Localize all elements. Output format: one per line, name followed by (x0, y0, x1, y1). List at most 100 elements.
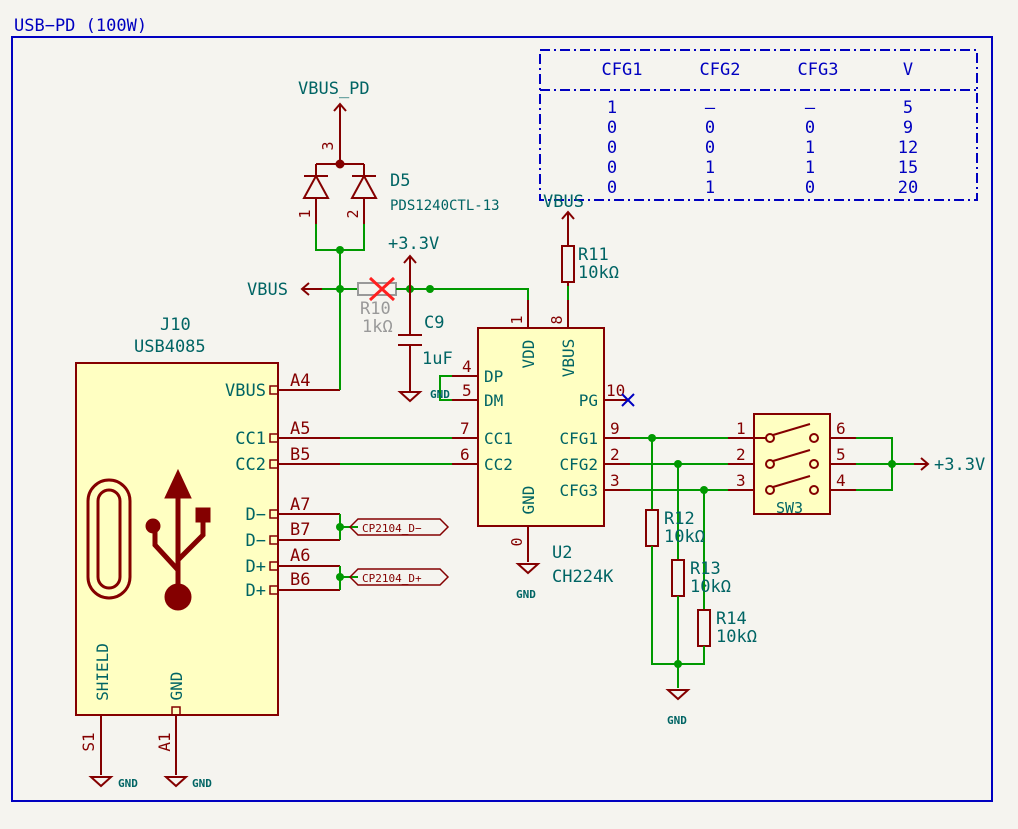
resistor-r14: R14 10kΩ (697, 609, 757, 647)
r10-ref: R10 (360, 299, 391, 319)
u2-pin10-number: 10 (606, 381, 625, 400)
vbus-left-label: VBUS (247, 280, 288, 300)
u2-pin-gnd: GND (519, 486, 538, 515)
table-cell: 0 (705, 118, 715, 138)
power-arrow-3v3-top (403, 254, 417, 289)
u2-pin5-number: 5 (462, 381, 472, 400)
gnd-symbol-c9 (397, 391, 423, 403)
j10-pin-cc1: CC1 (235, 429, 266, 449)
j10-pin-a1-number: A1 (155, 732, 174, 751)
u2-pin-pg: PG (579, 391, 598, 410)
u2-pin8-number: 8 (548, 315, 566, 324)
j10-pin-gnd: GND (167, 672, 186, 701)
d5-pin2-number: 2 (344, 209, 362, 218)
u2-pin2-number: 2 (610, 445, 620, 464)
table-cell: 1 (705, 158, 715, 178)
resistor-r13: R13 10kΩ (671, 559, 731, 597)
sw3-pin1-number: 1 (736, 419, 746, 438)
table-cell: 9 (903, 118, 913, 138)
r11-ref: R11 (578, 245, 609, 265)
u2-pin-dp: DP (484, 367, 503, 386)
u2-pin6-number: 6 (460, 445, 470, 464)
u2-pin4-number: 4 (462, 357, 472, 376)
j10-pin-a5-number: A5 (290, 419, 310, 439)
j10-pin-a6-number: A6 (290, 546, 310, 566)
gnd-symbol-r (665, 689, 691, 701)
j10-pin-b5-number: B5 (290, 445, 310, 465)
j10-pin-dm2: D− (246, 531, 266, 551)
sheet-frame (11, 36, 993, 802)
u2-pin3-number: 3 (610, 471, 620, 490)
u2-pin-cfg3: CFG3 (559, 481, 598, 500)
j10-pin-b7-number: B7 (290, 520, 310, 540)
resistor-r12: R12 10kΩ (645, 509, 705, 547)
ic-u2: 1 8 VDD VBUS 4 5 7 6 DP DM CC1 CC2 10 9 … (452, 300, 635, 601)
gnd-dm-label: GND (430, 388, 450, 401)
j10-pin-vbus: VBUS (225, 381, 266, 401)
u2-pin9-number: 9 (610, 419, 620, 438)
table-cell: — (705, 98, 716, 118)
power-arrow-vbus-pd (333, 102, 347, 124)
sw3-pin5-number: 5 (836, 445, 846, 464)
table-cell: 1 (805, 138, 815, 158)
sw3-pin3-number: 3 (736, 471, 746, 490)
v33-right-label: +3.3V (934, 455, 985, 475)
v33-top-label: +3.3V (388, 234, 439, 254)
u2-pin-vbus: VBUS (559, 339, 578, 378)
no-connect-marker (621, 393, 635, 407)
gnd-a1-label: GND (192, 777, 212, 790)
net-label-dm-text: CP2104_D− (362, 522, 422, 535)
u2-pin-vdd: VDD (519, 340, 538, 369)
u2-pin0-number: 0 (508, 537, 526, 546)
config-table: CFG1 CFG2 CFG3 V 1 — — 5 0 0 0 9 0 0 1 1… (539, 49, 978, 201)
j10-pin-cc2: CC2 (235, 455, 266, 475)
sw3-pin4-number: 4 (836, 471, 846, 490)
table-cell: 0 (607, 138, 617, 158)
usb-c-receptacle-icon (86, 478, 132, 600)
gnd-r-label: GND (667, 714, 687, 727)
capacitor-c9: C9 1uF (397, 289, 453, 403)
r12-value: 10kΩ (664, 527, 705, 547)
usb-trident-icon (145, 468, 211, 611)
table-cell: 1 (805, 158, 815, 178)
vbus-top-label: VBUS (543, 192, 584, 212)
j10-ref: J10 (160, 315, 191, 335)
table-cell: 5 (903, 98, 913, 118)
c9-value: 1uF (422, 349, 453, 369)
r13-value: 10kΩ (690, 577, 731, 597)
u2-pin1-number: 1 (508, 315, 526, 324)
net-label-dm: CP2104_D− (348, 518, 450, 536)
u2-pin-cc2: CC2 (484, 455, 513, 474)
gnd-shield-label: GND (118, 777, 138, 790)
power-arrow-3v3-right (914, 457, 930, 471)
u2-pin-dm: DM (484, 391, 503, 410)
dip-switch-sw3: 1 2 3 6 5 4 SW3 (728, 413, 856, 517)
table-cell: 1 (705, 178, 715, 198)
table-cell: 0 (805, 118, 815, 138)
j10-pin-b6-number: B6 (290, 570, 310, 590)
sw3-ref: SW3 (776, 499, 803, 517)
table-header-cfg2: CFG2 (700, 60, 741, 80)
r11-value: 10kΩ (578, 263, 619, 283)
connector-j10: J10 USB4085 VBUS CC1 CC2 D− D− D+ D+ (75, 315, 340, 790)
u2-pin-cc1: CC1 (484, 429, 513, 448)
table-cell: 0 (805, 178, 815, 198)
d5-pin1-number: 1 (296, 209, 314, 218)
table-cell: — (805, 98, 816, 118)
j10-pin-a4-number: A4 (290, 371, 310, 391)
u2-ref: U2 (552, 543, 572, 563)
table-cell: 1 (607, 98, 617, 118)
net-label-dp-text: CP2104_D+ (362, 572, 422, 585)
table-cell: 0 (607, 158, 617, 178)
diode-d5: VBUS_PD 3 1 2 D5 PDS1240CTL-13 (296, 79, 500, 224)
table-cell: 15 (898, 158, 918, 178)
table-cell: 0 (705, 138, 715, 158)
table-header-cfg3: CFG3 (798, 60, 839, 80)
table-header-v: V (903, 60, 913, 80)
sheet-title: USB−PD (100W) (14, 16, 147, 36)
gnd-symbol-u2 (515, 563, 541, 575)
table-cell: 20 (898, 178, 918, 198)
d5-pin3-number: 3 (319, 141, 337, 150)
sw3-pin2-number: 2 (736, 445, 746, 464)
